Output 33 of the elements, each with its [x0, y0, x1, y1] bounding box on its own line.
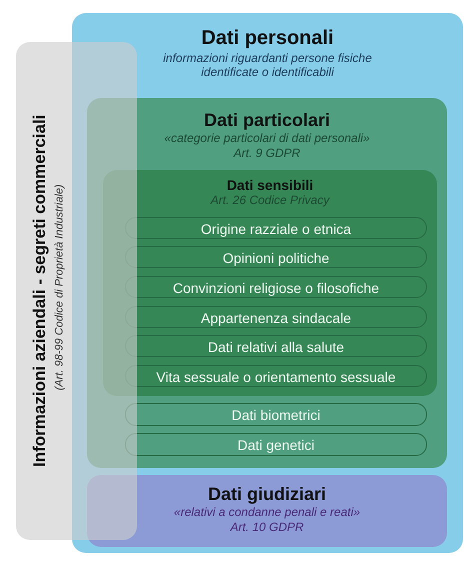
pill-label: Dati genetici [236, 437, 316, 454]
side-panel [16, 42, 137, 540]
pill-label: Dati relativi alla salute [206, 339, 346, 356]
panel-title: Dati personali [200, 27, 335, 50]
pill-label: Dati biometrici [230, 407, 322, 424]
pill-label: Convinzioni religiose o filosofiche [172, 280, 380, 296]
pill-label: Appartenenza sindacale [200, 310, 352, 326]
pill-label: Opinioni politiche [222, 250, 330, 266]
category-pill [125, 433, 427, 456]
article-reference: (Art. 98-99 Codice di Proprietà Industriale) [54, 183, 66, 392]
panel-description: «categorie particolari di dati personali» [163, 132, 371, 146]
panel-title: Dati particolari [202, 110, 332, 131]
pill-label: Origine razziale o etnica [200, 221, 352, 238]
category-panel [72, 13, 463, 553]
category-pill [125, 246, 427, 268]
panel-title: Informazioni aziendali - segreti commerciali [30, 114, 50, 469]
category-pill [125, 335, 427, 357]
category-pill [125, 365, 427, 387]
pill-label: Vita sessuale o orientamento sessuale [155, 369, 397, 386]
panel-description: «relativi a condanne penali e reati» [172, 506, 362, 520]
category-pill [125, 276, 427, 298]
category-pill [125, 403, 427, 426]
article-reference: Art. 9 GDPR [232, 147, 302, 161]
panel-title: Dati sensibili [226, 177, 314, 194]
article-reference: Art. 26 Codice Privacy [209, 194, 331, 208]
category-panel [87, 475, 447, 547]
panel-description: informazioni riguardanti persone fisiche identificate o identificabili [162, 52, 373, 80]
category-panel [103, 170, 437, 396]
category-pill [125, 306, 427, 328]
category-pill [125, 217, 427, 239]
article-reference: Art. 10 GDPR [229, 521, 305, 535]
category-panel [87, 98, 447, 468]
panel-title: Dati giudiziari [206, 484, 327, 505]
